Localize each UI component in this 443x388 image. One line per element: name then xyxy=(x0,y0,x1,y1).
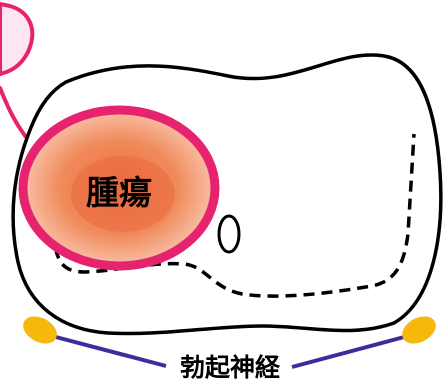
tumor-label: 腫瘍 xyxy=(86,173,152,212)
callout-bubble xyxy=(0,1,35,77)
nerve-label: 勃起神経 xyxy=(180,353,281,382)
nerve-bundle-right xyxy=(402,316,436,344)
urethra-oval xyxy=(217,214,241,254)
nerve-line-left xyxy=(51,334,167,368)
nerve-line-right xyxy=(291,335,405,369)
nerve-bundle-left xyxy=(23,316,57,344)
tumor-core xyxy=(71,156,175,232)
inner-dashed-zone xyxy=(46,133,416,298)
